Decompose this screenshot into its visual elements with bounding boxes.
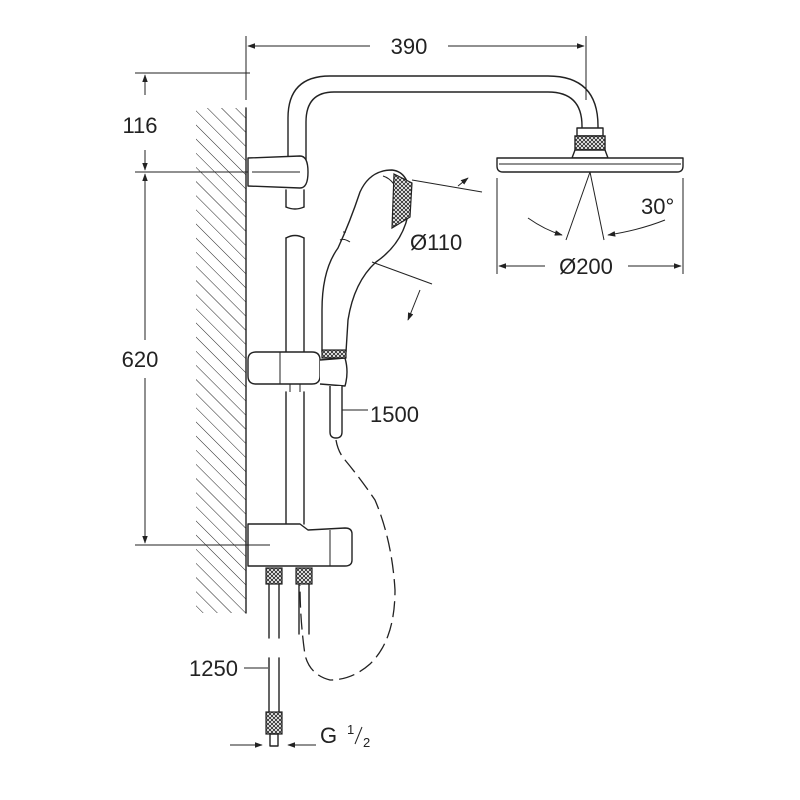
dimension-390-label: 390	[391, 34, 428, 59]
spray-angle-label: 30°	[641, 194, 674, 219]
right-hose	[298, 583, 310, 635]
dimension-620-label: 620	[122, 347, 159, 372]
hose-1500-dashed-path	[299, 439, 396, 681]
spray-axis-right	[589, 171, 605, 241]
left-hose-upper	[268, 583, 280, 639]
spray-axis-left	[565, 171, 591, 241]
dimension-116-label: 116	[122, 113, 157, 138]
mixer-body	[247, 523, 353, 567]
dimension-110: Ø110	[371, 177, 483, 321]
bottom-thread-end	[269, 733, 279, 747]
left-hose-lower	[268, 657, 280, 713]
spray-angle-arrow-right	[607, 219, 666, 237]
head-shower-plate	[496, 157, 684, 173]
dimension-200-label: Ø200	[559, 254, 613, 279]
dimension-390: 390	[245, 34, 587, 100]
thread-denominator-label: 2	[363, 735, 370, 750]
dimension-110-label: Ø110	[410, 230, 462, 255]
left-knurled-nut	[265, 567, 283, 585]
head-shower-nut-top	[576, 127, 604, 137]
thread-letter-label: G	[320, 723, 337, 748]
wall	[196, 107, 247, 614]
hand-shower	[321, 169, 413, 359]
dimension-116-620: 116 620	[122, 72, 300, 546]
shower-rail	[285, 189, 305, 525]
hose-1250-label: 1250	[189, 656, 238, 681]
hand-shower-holder	[247, 351, 348, 392]
wall-hatching	[196, 108, 246, 613]
hose-1500: 1500	[299, 386, 419, 681]
connection-hoses: 1250	[189, 567, 313, 747]
shower-arm-outer	[287, 75, 599, 161]
bottom-knurled-nut	[265, 711, 283, 735]
head-shower-joint-base	[571, 149, 609, 159]
right-knurled-nut	[295, 567, 313, 585]
dimension-200: Ø200	[496, 178, 684, 279]
spray-angle-arrow-left	[527, 217, 563, 236]
head-shower: 30°	[496, 127, 684, 241]
hose-1500-label: 1500	[370, 402, 419, 427]
shower-arm-inner	[305, 91, 583, 161]
top-wall-bracket	[247, 155, 309, 189]
thread-numerator-label: 1	[347, 722, 354, 737]
thread-dimension: G 1 2	[230, 722, 370, 750]
head-shower-knurled-joint	[574, 135, 606, 151]
